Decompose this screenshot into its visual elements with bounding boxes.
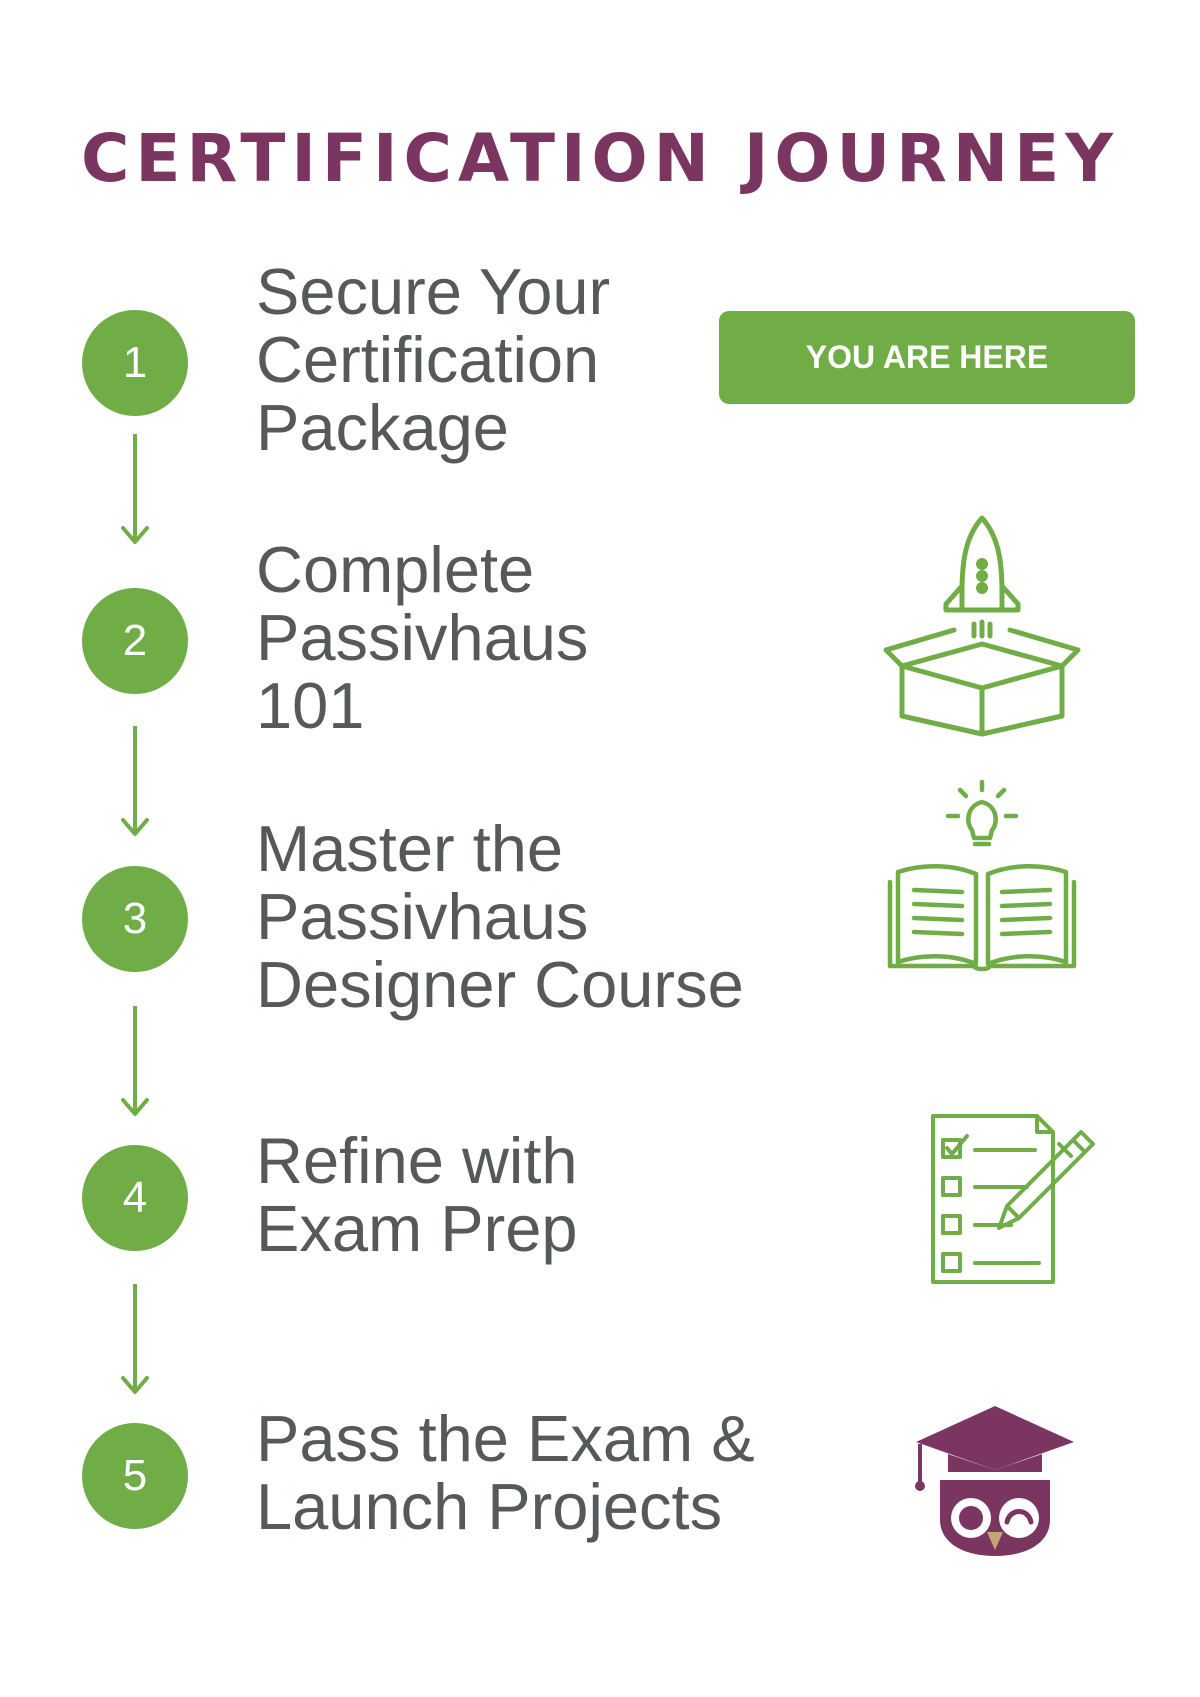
step-2-number: 2: [82, 588, 188, 694]
step-2-line-2: Passivhaus: [256, 601, 589, 674]
step-5-line-1: Pass the Exam &: [256, 1402, 755, 1475]
step-1-number: 1: [82, 310, 188, 416]
checklist-pencil-icon: [927, 1110, 1102, 1285]
page-title: CERTIFICATION JOURNEY: [80, 120, 1120, 197]
down-arrow-icon: [121, 1284, 149, 1394]
step-3-line-3: Designer Course: [256, 948, 744, 1021]
step-3-number: 3: [82, 866, 188, 972]
down-arrow-icon: [121, 726, 149, 836]
step-4-line-1: Refine with: [256, 1124, 578, 1197]
step-4-line-2: Exam Prep: [256, 1192, 578, 1265]
step-4-label: Refine with Exam Prep: [256, 1127, 816, 1263]
step-3-line-2: Passivhaus: [256, 880, 589, 953]
rocket-box-icon: [882, 512, 1082, 737]
step-1-line-1: Secure Your: [256, 255, 611, 328]
you-are-here-badge: YOU ARE HERE: [719, 311, 1135, 404]
step-2-label: Complete Passivhaus 101: [256, 536, 816, 740]
down-arrow-icon: [121, 434, 149, 544]
step-5-label: Pass the Exam & Launch Projects: [256, 1405, 816, 1541]
down-arrow-icon: [121, 1006, 149, 1116]
step-2-line-1: Complete: [256, 533, 535, 606]
graduation-owl-icon: [910, 1400, 1080, 1558]
step-1-line-3: Package: [256, 391, 509, 464]
step-4-number: 4: [82, 1145, 188, 1251]
step-2-line-3: 101: [256, 669, 365, 742]
step-5-number: 5: [82, 1423, 188, 1529]
open-book-lightbulb-icon: [882, 778, 1082, 973]
step-5-line-2: Launch Projects: [256, 1470, 723, 1543]
step-3-label: Master the Passivhaus Designer Course: [256, 815, 816, 1019]
step-1-line-2: Certification: [256, 323, 600, 396]
step-1-label: Secure Your Certification Package: [256, 258, 816, 462]
step-3-line-1: Master the: [256, 812, 564, 885]
